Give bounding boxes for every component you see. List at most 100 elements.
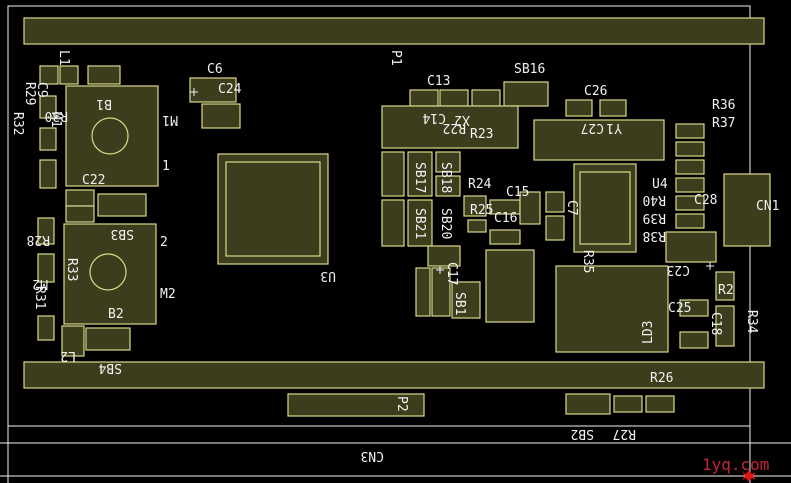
crystal-y1-body[interactable] — [533, 119, 665, 161]
pad-r24-b[interactable] — [435, 175, 461, 197]
chip-u4-inner[interactable] — [579, 171, 631, 245]
label-c18: C18 — [708, 312, 723, 335]
pad-l1-c[interactable] — [87, 65, 121, 85]
label-c28: C28 — [694, 193, 717, 208]
label-r38: R38 — [643, 228, 666, 243]
pad-c18[interactable] — [679, 331, 709, 349]
pad-c17-b[interactable] — [431, 267, 451, 317]
connector-cn1[interactable] — [723, 173, 771, 247]
label-l2: L2 — [60, 348, 76, 363]
label-c14: C14 — [422, 110, 446, 125]
label-r25: R25 — [470, 203, 493, 218]
label-c6: C6 — [207, 62, 223, 77]
crystal-x2-body[interactable] — [381, 105, 519, 149]
board-outline — [0, 5, 791, 483]
pad-c7-a[interactable] — [545, 215, 565, 241]
pad-c23[interactable] — [665, 231, 717, 263]
label-r23: R23 — [470, 127, 493, 142]
pad-r34[interactable] — [715, 305, 735, 347]
label-y1: Y1 — [606, 120, 622, 135]
pad-c22-b[interactable] — [65, 205, 95, 223]
pad-r29[interactable] — [39, 159, 57, 189]
switch-b2-body[interactable] — [63, 223, 157, 325]
label-x2: X2 — [454, 112, 470, 127]
pad-l1-a[interactable] — [39, 65, 59, 85]
watermark-text: 1yq.com — [702, 455, 769, 474]
pad-r40[interactable] — [675, 159, 705, 175]
label-num1: 1 — [162, 159, 170, 174]
pad-c28[interactable] — [675, 195, 705, 211]
pad-c17-a[interactable] — [415, 267, 431, 317]
label-c13: C13 — [427, 74, 450, 89]
pad-r38[interactable] — [675, 213, 705, 229]
label-ld3: LD3 — [641, 321, 656, 344]
pad-r2[interactable] — [715, 271, 735, 301]
label-m1: M1 — [162, 112, 178, 127]
switch-b1-body[interactable] — [65, 85, 159, 187]
label-r29: R29 — [22, 82, 37, 105]
label-r39: R39 — [643, 210, 666, 225]
header-p2-pad[interactable] — [287, 393, 425, 417]
pad-sb18[interactable] — [407, 151, 433, 197]
pad-c13-b[interactable] — [439, 89, 469, 107]
pad-sb20[interactable] — [381, 199, 405, 247]
switch-b1-actuator[interactable] — [91, 117, 129, 155]
pad-r30[interactable] — [39, 95, 57, 119]
header-p1-pad[interactable] — [23, 17, 765, 45]
pad-sb16[interactable] — [503, 81, 549, 107]
label-c9: C9 — [34, 82, 49, 98]
pad-r39[interactable] — [675, 177, 705, 193]
pad-r32[interactable] — [39, 127, 57, 151]
pad-c7-b[interactable] — [545, 191, 565, 213]
label-u4: U4 — [652, 177, 668, 192]
label-sb3: SB3 — [111, 226, 134, 241]
label-sb21: SB21 — [412, 208, 427, 239]
label-u3: U3 — [320, 268, 336, 283]
chip-inductor-body[interactable] — [485, 249, 535, 323]
pad-c22-a[interactable] — [65, 189, 95, 207]
pad-c25[interactable] — [679, 299, 709, 317]
pad-r37[interactable] — [675, 141, 705, 157]
pad-r24-a[interactable] — [435, 151, 461, 173]
pad-r28[interactable] — [37, 217, 55, 245]
label-r2: R2 — [718, 283, 734, 298]
pad-sb2-a[interactable] — [613, 395, 643, 413]
pad-r31[interactable] — [37, 315, 55, 341]
header-p4-pad[interactable] — [23, 361, 765, 389]
pad-c6[interactable] — [189, 77, 237, 103]
label-r32: R32 — [10, 112, 25, 135]
label-num2: 2 — [160, 235, 168, 250]
label-m2b: M2 — [32, 276, 48, 291]
label-m1b: M1 — [48, 112, 63, 128]
pad-c15[interactable] — [519, 191, 541, 225]
label-r28: R28 — [27, 232, 50, 247]
pad-r36[interactable] — [675, 123, 705, 139]
pad-l1-b[interactable] — [59, 65, 79, 85]
silkscreen-labels: P1 P2 L1 C6 C24 C13 SB16 C26 R36 R37 C9 … — [10, 50, 779, 463]
label-cn1: CN1 — [756, 199, 779, 214]
chip-u3-inner[interactable] — [225, 161, 321, 257]
pad-sb17[interactable] — [381, 151, 405, 197]
switch-actuators — [89, 117, 129, 291]
label-sb4: SB4 — [98, 360, 122, 375]
led-ld3-body[interactable] — [555, 265, 669, 353]
pad-c24[interactable] — [201, 103, 241, 129]
pad-r33[interactable] — [37, 253, 55, 283]
pad-r25-a[interactable] — [463, 195, 487, 217]
pad-c16-b[interactable] — [489, 229, 521, 245]
switch-b2-actuator[interactable] — [89, 253, 127, 291]
pad-r27[interactable] — [565, 393, 611, 415]
pad-l2-b[interactable] — [85, 327, 131, 351]
pad-l2-a[interactable] — [61, 325, 85, 357]
pad-c17-c[interactable] — [427, 245, 461, 267]
pad-c22-c[interactable] — [97, 193, 147, 217]
pad-c26-a[interactable] — [565, 99, 593, 117]
pad-c26-b[interactable] — [599, 99, 627, 117]
pad-c13-a[interactable] — [409, 89, 439, 107]
pad-sb1[interactable] — [451, 281, 481, 319]
pad-r25-b[interactable] — [467, 219, 487, 233]
pad-c13-c[interactable] — [471, 89, 501, 107]
label-c24: C24 — [218, 82, 242, 97]
pad-sb2-b[interactable] — [645, 395, 675, 413]
pad-sb21[interactable] — [407, 199, 433, 247]
